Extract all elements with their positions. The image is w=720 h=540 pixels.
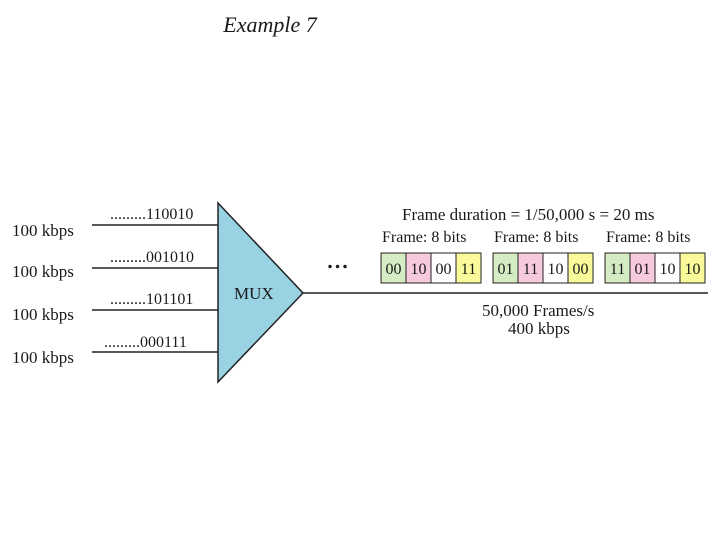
mux-label: MUX [234, 284, 274, 303]
frame-cells: 00 10 00 11 01 11 10 00 11 01 10 10 [380, 252, 706, 284]
frame-3-slot-3-cell [654, 252, 681, 284]
input-rate-3: 100 kbps [12, 305, 74, 324]
frame-1-slot-3-bits: 00 [436, 261, 452, 278]
frame-2-slot-3-cell [542, 252, 569, 284]
frame-label-2: Frame: 8 bits [494, 229, 578, 246]
input-stream-1: .........110010 [110, 206, 193, 223]
frame-label-1: Frame: 8 bits [382, 229, 466, 246]
output-rate-frames: 50,000 Frames/s [482, 301, 594, 320]
input-stream-4: .........000111 [104, 334, 187, 351]
output-rate-bits: 400 kbps [508, 319, 570, 338]
frame-2-slot-4-bits: 00 [573, 261, 589, 278]
frame-1-slot-2-bits: 10 [411, 261, 427, 278]
input-rate-4: 100 kbps [12, 348, 74, 367]
frame-3-slot-2-bits: 01 [635, 261, 651, 278]
frame-label-3: Frame: 8 bits [606, 229, 690, 246]
frame-2-slot-1-bits: 01 [498, 261, 514, 278]
frame-2-slot-3-bits: 10 [548, 261, 564, 278]
frame-duration-label: Frame duration = 1/50,000 s = 20 ms [402, 205, 654, 224]
ellipsis: ... [327, 242, 350, 275]
frame-2-slot-2-cell [517, 252, 544, 284]
frame-3-slot-1-bits: 11 [610, 261, 625, 278]
frame-3-slot-4-bits: 10 [685, 261, 701, 278]
input-stream-2: .........001010 [110, 249, 194, 266]
frame-3-slot-4-cell [679, 252, 706, 284]
mux-block [217, 201, 305, 384]
input-rate-1: 100 kbps [12, 221, 74, 240]
frame-1-slot-1-bits: 00 [386, 261, 402, 278]
frame-1-slot-3-cell [430, 252, 457, 284]
slide-title: Example 7 [223, 12, 317, 37]
input-stream-3: .........101101 [110, 291, 193, 308]
frame-3-slot-2-cell [629, 252, 656, 284]
frame-1-slot-2-cell [405, 252, 432, 284]
input-rate-2: 100 kbps [12, 262, 74, 281]
frame-1-slot-4-cell [455, 252, 482, 284]
frame-2-slot-1-cell [492, 252, 519, 284]
frame-3-slot-1-cell [604, 252, 631, 284]
frame-2-slot-2-bits: 11 [523, 261, 538, 278]
frame-1-slot-4-bits: 11 [461, 261, 476, 278]
frame-2-slot-4-cell [567, 252, 594, 284]
frame-3-slot-3-bits: 10 [660, 261, 676, 278]
